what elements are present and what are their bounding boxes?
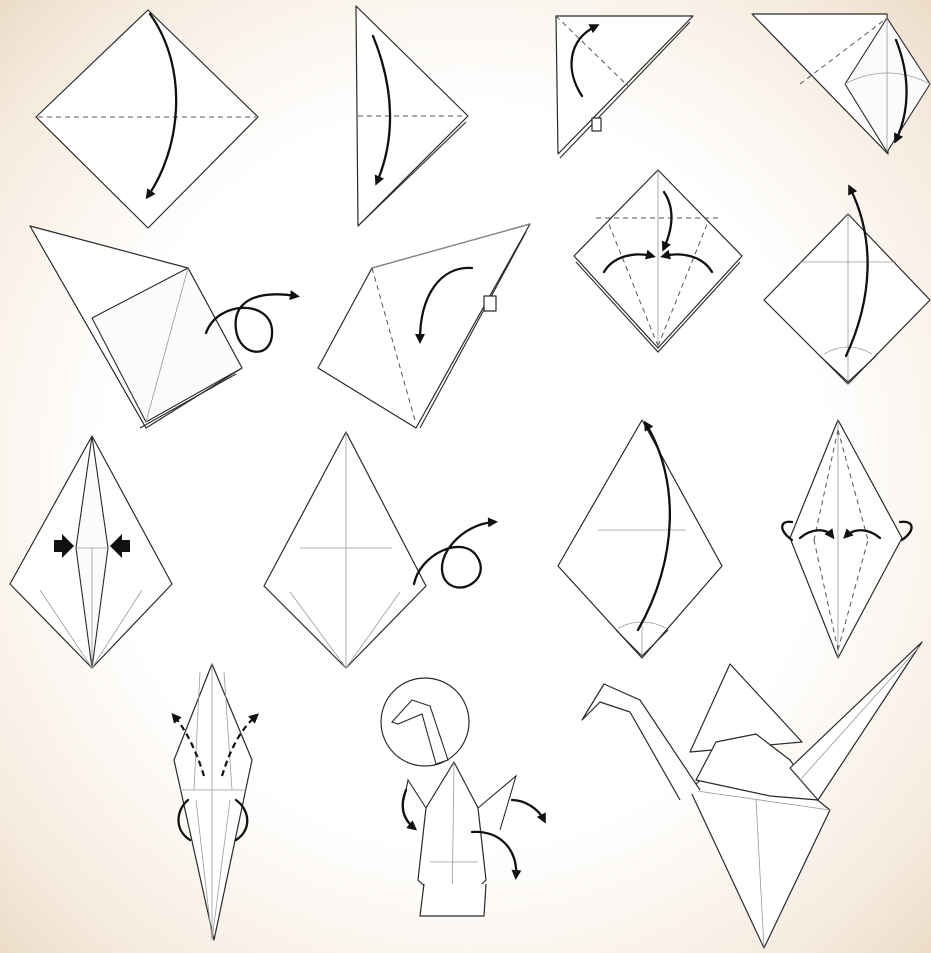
step-2-triangle-fold [356, 6, 468, 226]
step-10-turn-over-diamond [264, 432, 494, 668]
step-8-petal-fold [764, 188, 930, 384]
step-13-inside-reverse-fold [174, 664, 256, 940]
pocket-tab [484, 296, 496, 311]
step-5-turn-over [30, 226, 296, 428]
step-12-narrow-both-sides [782, 420, 911, 658]
step-9-inward-push-fold [10, 436, 172, 668]
fold-arrow-icon [512, 800, 544, 820]
fold-arrow-icon [403, 790, 414, 828]
step-14-head-reverse-fold [381, 678, 544, 916]
pocket-tab [592, 118, 601, 131]
step-3-small-triangle-fold [556, 16, 693, 158]
turn-over-icon [414, 522, 494, 587]
crane-neck [582, 684, 700, 800]
step-1-square-diagonal-fold [36, 10, 258, 228]
step-6-squash-fold-other-side [318, 224, 530, 428]
step-4-squash-open [752, 14, 930, 154]
step-11-petal-fold-other-side [558, 420, 722, 658]
head-detail-circle [381, 678, 469, 766]
step-15-finished-crane [582, 642, 922, 948]
step-7-kite-fold [574, 170, 742, 352]
